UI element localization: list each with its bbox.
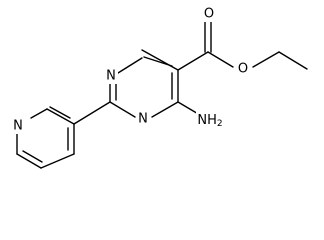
bond-py-c5-c4 xyxy=(40,153,75,169)
bond-carbonyl-ether-o xyxy=(207,51,234,68)
bond-c2-pyridine xyxy=(73,101,111,125)
bond-py-c3-c2-inner xyxy=(49,106,71,119)
atom-amino-label: NH2 xyxy=(197,113,222,130)
bond-c5-carbonyl xyxy=(177,51,209,71)
atom-n3-label: N xyxy=(138,112,148,127)
bond-c5-c6-inner xyxy=(143,56,173,67)
atom-labels: N N N O O NH2 xyxy=(11,6,251,134)
atom-carbonyl-o-label: O xyxy=(204,7,214,22)
bond-c6-n1 xyxy=(117,57,143,74)
bond-py-c6-c5-inner xyxy=(22,150,43,163)
atom-n1-label: N xyxy=(106,69,116,84)
bond-n3-c4 xyxy=(151,101,179,118)
bond-py-c2-n xyxy=(30,108,48,119)
bond-c5-c6 xyxy=(141,49,179,71)
amino-subscript: 2 xyxy=(217,119,223,129)
bond-ether-o-ch2 xyxy=(252,51,280,68)
atom-pyridine-n-label: N xyxy=(13,119,23,134)
bonds xyxy=(16,21,308,169)
chemical-structure-diagram: N N N O O NH2 xyxy=(11,6,308,169)
bond-c2-n3 xyxy=(109,101,136,118)
bond-ch2-ch3 xyxy=(278,51,308,70)
bond-py-c6-c5 xyxy=(16,153,42,169)
bond-py-c3-c2 xyxy=(46,108,75,125)
atom-ether-o-label: O xyxy=(238,62,248,77)
amino-text: NH xyxy=(197,113,217,128)
